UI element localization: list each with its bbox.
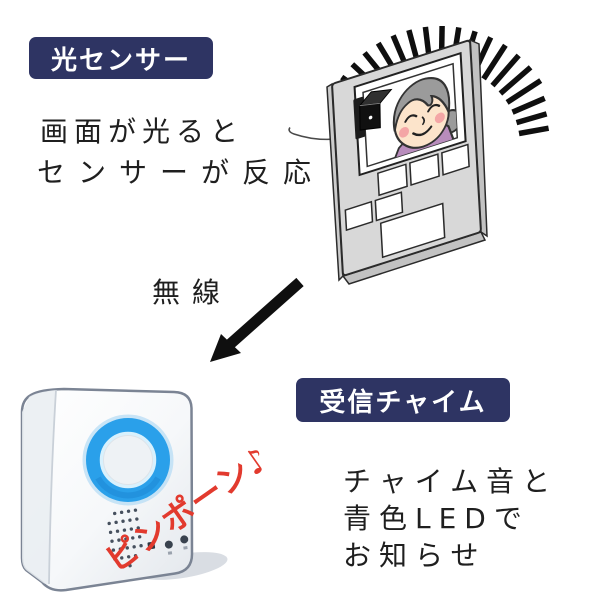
- sensor-desc-line2: センサーが反応: [37, 156, 325, 189]
- speaker-grille-icon: [107, 508, 143, 569]
- chime-desc-line3: お知らせ: [343, 539, 487, 572]
- wireless-arrow-icon: [210, 277, 304, 362]
- monitor-speaker-panel: [379, 202, 446, 259]
- led-ring-icon: [82, 414, 174, 506]
- chime-left-face-shade: [22, 390, 56, 585]
- grandma-right-eye: [427, 103, 441, 113]
- grandma-mouth: [412, 125, 433, 137]
- chime-controls: [147, 535, 189, 555]
- grandma-left-cheek: [399, 127, 410, 138]
- monitor-buttons: [344, 143, 470, 259]
- chime-desc-line1: チャイム音と: [343, 465, 559, 498]
- sensor-desc-line1: 画面が光ると: [40, 115, 245, 148]
- chime-front-edge-line: [48, 389, 57, 585]
- visitor-grandma-illustration: [392, 77, 458, 167]
- grandma-nose: [421, 116, 426, 126]
- grandma-hair: [392, 77, 451, 132]
- chime-device-illustration: [20, 387, 228, 592]
- light-sensor-label: 光センサー: [29, 37, 213, 79]
- chime-desc-line2: 青色LEDで: [343, 502, 530, 535]
- grandma-left-eye: [404, 114, 418, 123]
- grandma-right-cheek: [434, 112, 445, 124]
- wireless-label: 無線: [152, 276, 233, 309]
- light-sensor-cube-icon: [353, 88, 393, 140]
- receiver-chime-label: 受信チャイム: [296, 378, 510, 422]
- intercom-monitor-illustration: [326, 38, 488, 285]
